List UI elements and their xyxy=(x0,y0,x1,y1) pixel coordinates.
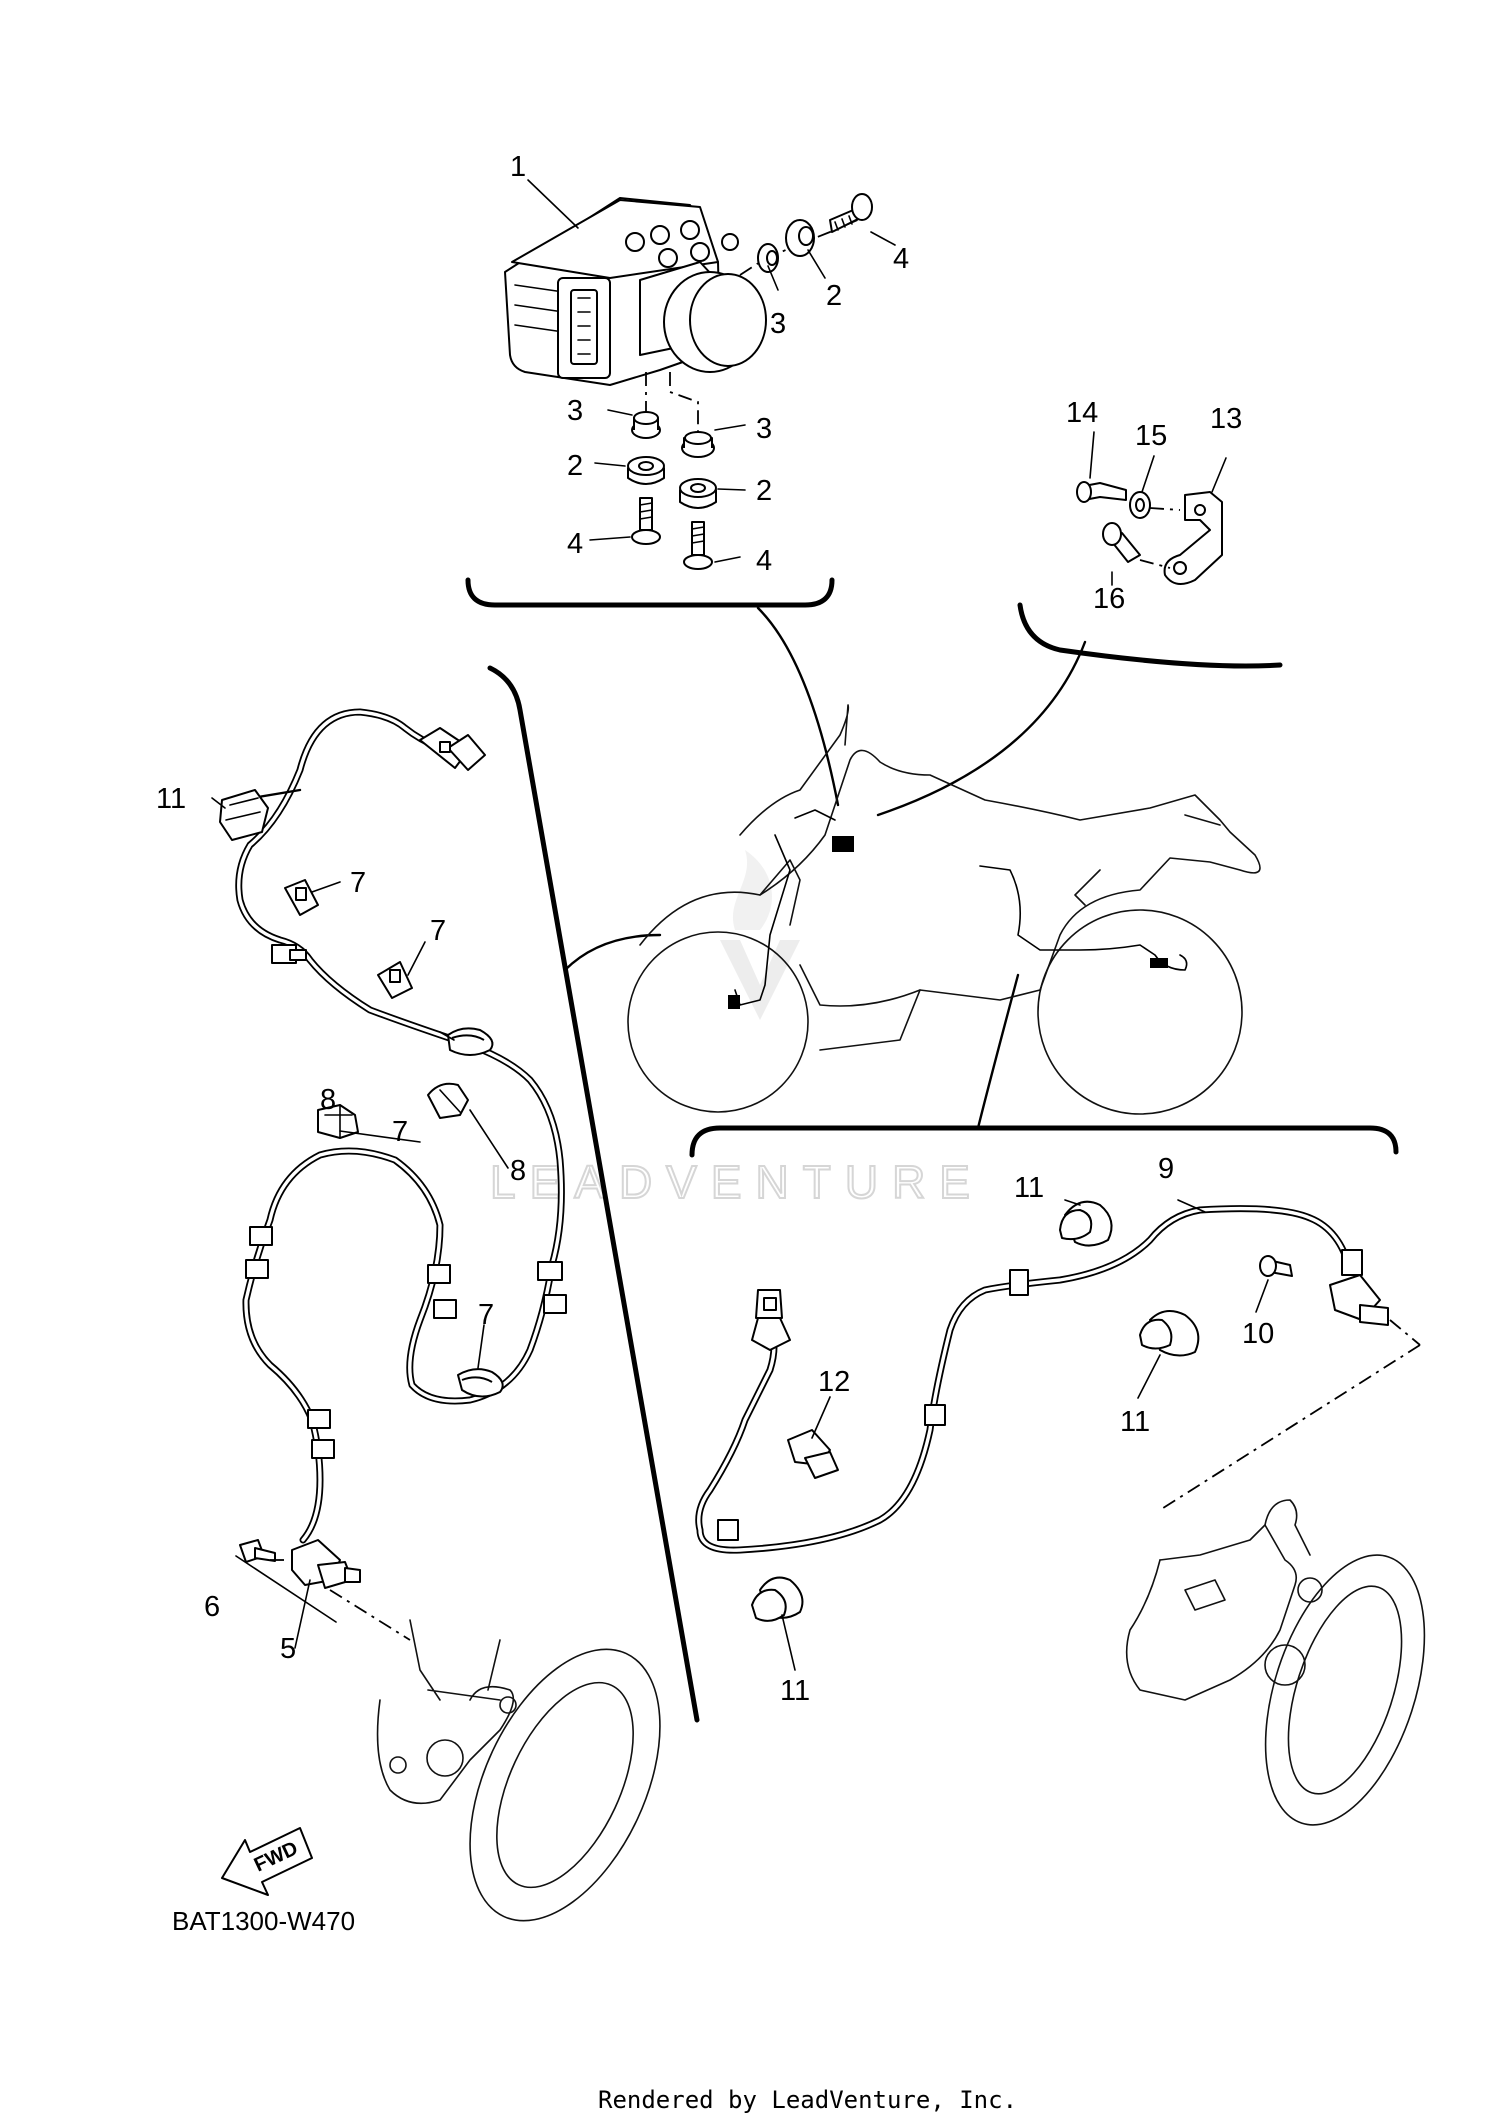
hydraulic-unit-group xyxy=(504,197,767,386)
callout-9: 9 xyxy=(1158,1153,1174,1185)
callout-7: 7 xyxy=(392,1116,408,1148)
callout-6: 6 xyxy=(204,1591,220,1623)
callout-leaders xyxy=(211,179,1269,1671)
render-footer: Rendered by LeadVenture, Inc. xyxy=(598,2086,1017,2114)
diagram-code: BAT1300-W470 xyxy=(172,1906,355,1936)
front-harness xyxy=(219,708,567,1641)
unit-dash-lines xyxy=(645,217,863,432)
callout-4: 4 xyxy=(756,545,772,577)
callout-5: 5 xyxy=(280,1633,296,1665)
front-fork-and-disc xyxy=(376,1619,661,1922)
callout-2: 2 xyxy=(826,280,842,312)
callout-12: 12 xyxy=(818,1366,850,1398)
leadventure-watermark: LEADVENTURE xyxy=(489,850,984,1209)
callout-11: 11 xyxy=(1014,1172,1044,1204)
callout-1: 1 xyxy=(510,151,526,183)
callout-labels: 1 4 2 3 3 2 4 3 2 4 13 14 15 16 11 7 7 8… xyxy=(156,151,1274,1707)
callout-3: 3 xyxy=(756,413,772,445)
bracket-parts-group xyxy=(1076,481,1223,585)
callout-4: 4 xyxy=(893,243,909,275)
callout-3: 3 xyxy=(770,308,786,340)
callout-13: 13 xyxy=(1210,403,1242,435)
rear-caliper-and-disc xyxy=(1125,1499,1426,1826)
fwd-arrow: FWD xyxy=(221,1827,313,1896)
callout-4: 4 xyxy=(567,528,583,560)
callout-11: 11 xyxy=(780,1675,810,1707)
group-leaders xyxy=(563,606,1087,1130)
group-brackets xyxy=(465,577,1399,1723)
callout-8: 8 xyxy=(320,1084,336,1116)
callout-2: 2 xyxy=(756,475,772,507)
unit-fasteners xyxy=(627,193,873,570)
callout-7: 7 xyxy=(350,867,366,899)
rear-harness xyxy=(695,1200,1421,1622)
motorcycle-overview xyxy=(627,704,1261,1115)
callout-7: 7 xyxy=(430,915,446,947)
callout-7: 7 xyxy=(478,1299,494,1331)
callout-14: 14 xyxy=(1066,397,1098,429)
callout-11: 11 xyxy=(1120,1406,1150,1438)
callout-16: 16 xyxy=(1093,583,1125,615)
callout-2: 2 xyxy=(567,450,583,482)
watermark-text: LEADVENTURE xyxy=(490,1156,984,1208)
callout-15: 15 xyxy=(1135,420,1167,452)
callout-3: 3 xyxy=(567,395,583,427)
callout-8: 8 xyxy=(510,1155,526,1187)
callout-11: 11 xyxy=(156,783,186,815)
callout-10: 10 xyxy=(1242,1318,1274,1350)
